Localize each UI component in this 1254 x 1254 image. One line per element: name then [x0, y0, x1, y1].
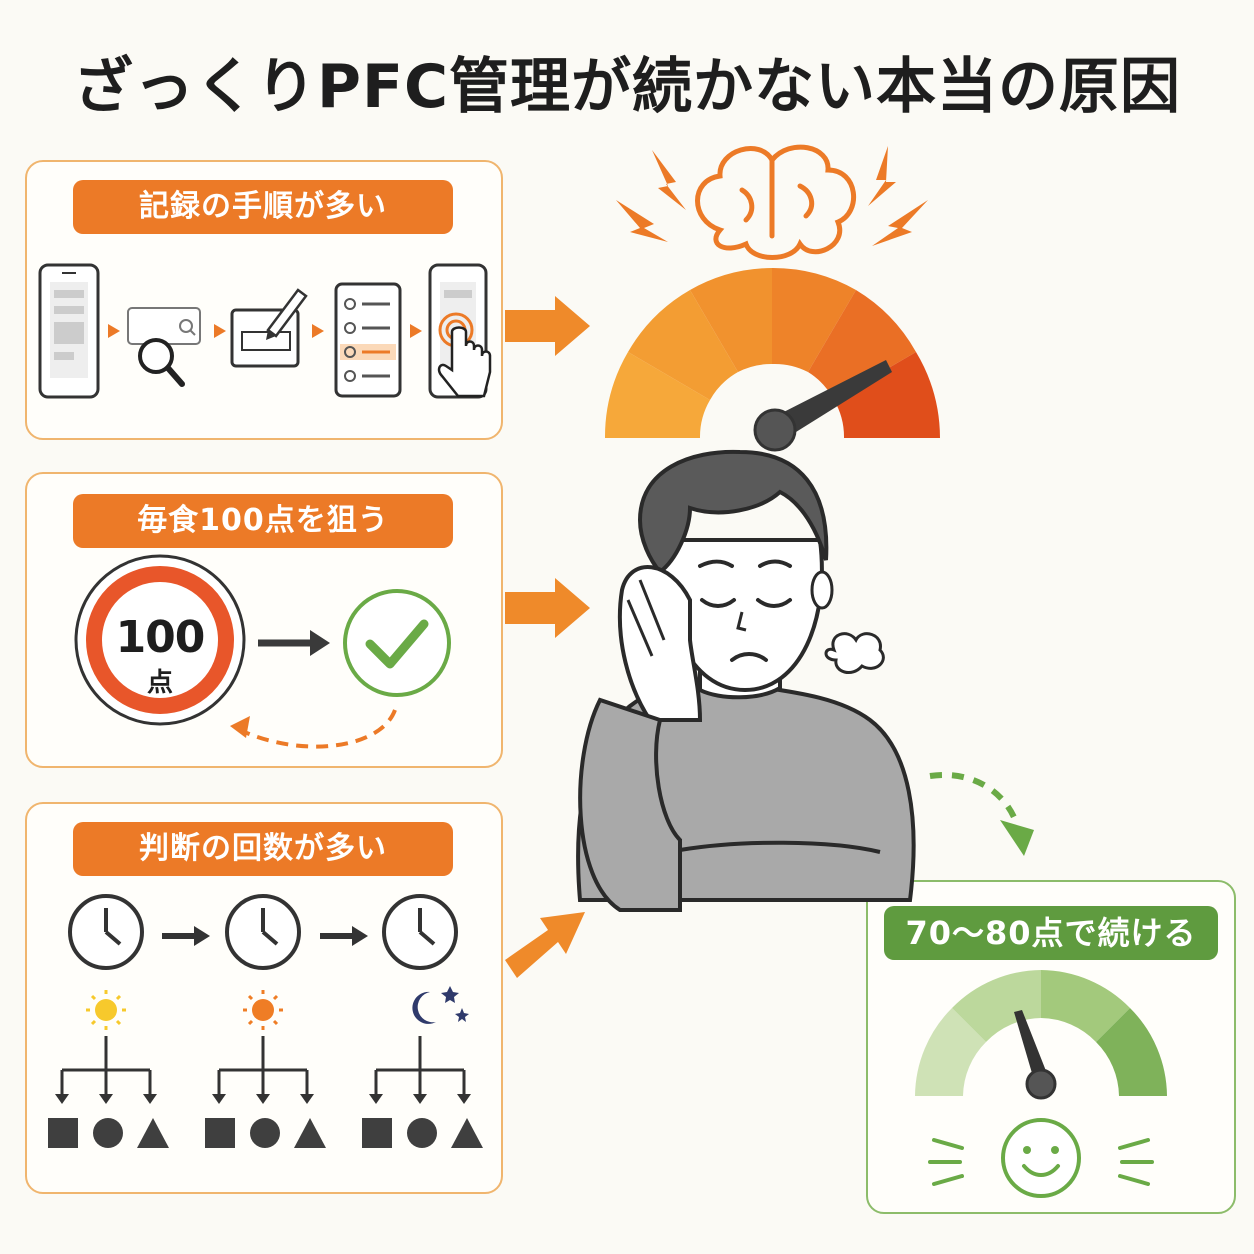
arrow-panel1-to-gauge: [505, 296, 590, 356]
decision-arrowheads: [55, 1094, 471, 1104]
page-title: ざっくりPFC管理が続かない本当の原因: [73, 52, 1181, 122]
pencil-icon: [230, 288, 308, 368]
search-icon: [127, 307, 201, 387]
cause-label: 毎食100点を狙う: [73, 494, 453, 548]
stressed-person-illustration: [576, 449, 916, 912]
clock-icon: [382, 894, 458, 970]
solution-label: 70〜80点で続ける: [884, 906, 1218, 960]
stress-gauge: [604, 267, 940, 452]
choice-shapes: [48, 1118, 483, 1148]
sun-icon: [86, 990, 126, 1030]
cause-label: 判断の回数が多い: [73, 822, 453, 876]
lightning-icon: [616, 146, 928, 246]
moon-icon: [412, 986, 469, 1024]
decision-tree: [60, 1036, 466, 1096]
clock-icon: [225, 894, 301, 970]
brain-icon: [695, 144, 856, 260]
relaxed-gauge: [915, 970, 1167, 1100]
checklist-icon: [334, 282, 402, 398]
smiley-icon: [928, 1118, 1154, 1198]
arrow-to-solution: [929, 771, 1034, 856]
arrow-panel2-to-person: [505, 578, 590, 638]
cause-panel-recording-steps: 記録の手順が多い: [25, 160, 503, 440]
phone-icon: [38, 263, 100, 399]
cause-label: 記録の手順が多い: [73, 180, 453, 234]
perfect-score-badge: [74, 554, 246, 726]
clock-icon: [68, 894, 144, 970]
badge-score-unit: 点: [146, 668, 173, 698]
sun-icon: [243, 990, 283, 1030]
arrow-panel3-to-person: [505, 912, 585, 978]
badge-score-number: 100: [115, 612, 206, 663]
tap-hand-icon: [428, 263, 492, 399]
check-icon: [343, 589, 451, 697]
